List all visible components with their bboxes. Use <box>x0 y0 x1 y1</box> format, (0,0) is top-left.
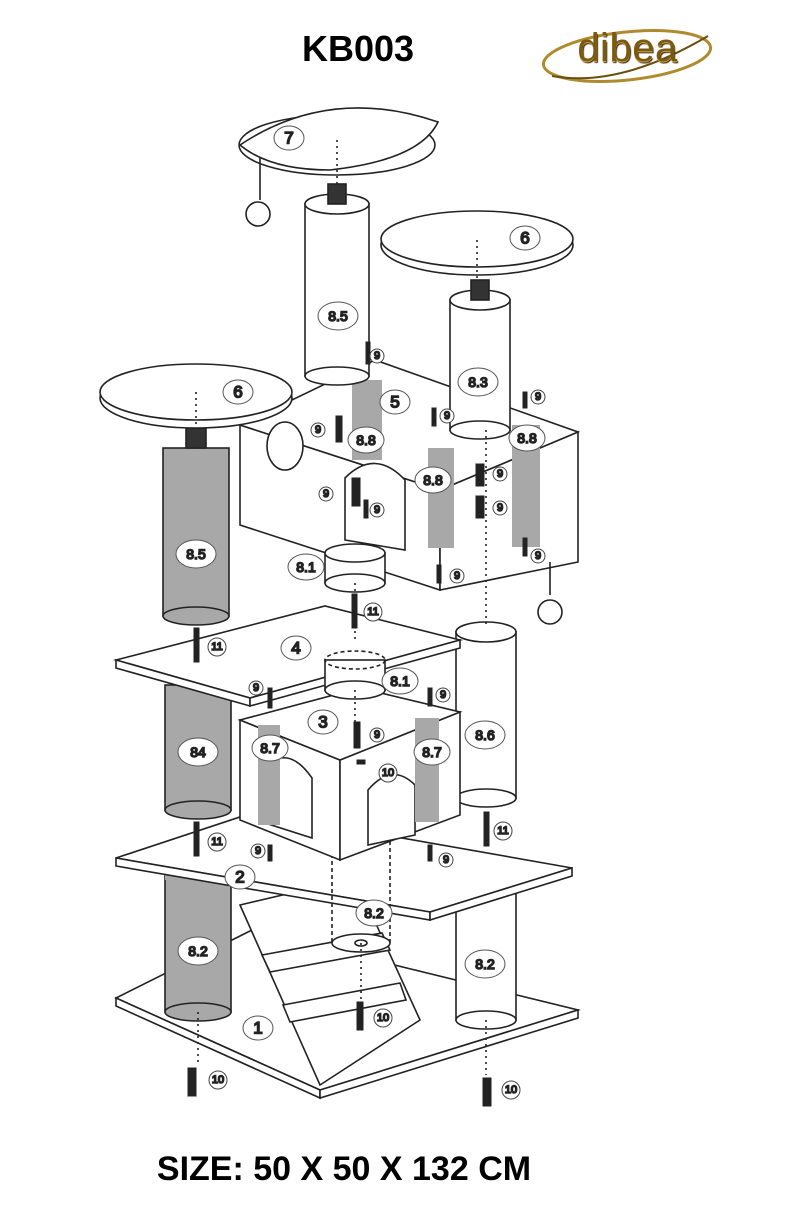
label-8-7-left: 8.7 <box>260 740 280 756</box>
post-8-3 <box>449 279 511 440</box>
logo-swoosh-icon <box>541 29 713 83</box>
label-5: 5 <box>390 393 399 412</box>
label-6-right: 6 <box>520 229 529 248</box>
brand-logo: dibea <box>540 18 715 88</box>
label-84: 84 <box>190 744 206 760</box>
label-8-1-upper: 8.1 <box>296 559 316 575</box>
label-7: 7 <box>284 129 293 148</box>
post-8-6 <box>455 621 517 808</box>
ramp <box>238 877 422 1087</box>
fastener-10-b: 10 <box>377 1012 389 1024</box>
fastener-9-n: 9 <box>255 845 261 857</box>
label-2: 2 <box>235 868 244 887</box>
logo-text: dibea <box>577 26 678 70</box>
house-3 <box>237 687 463 862</box>
fastener-9-j: 9 <box>454 570 460 582</box>
label-8-3: 8.3 <box>468 374 488 390</box>
fastener-9-c: 9 <box>323 488 329 500</box>
fastener-9-g: 9 <box>497 502 503 514</box>
fastener-10-a: 10 <box>382 767 394 779</box>
fastener-10-d: 10 <box>505 1084 517 1096</box>
label-8-2-right: 8.2 <box>475 956 495 972</box>
label-8-8-b: 8.8 <box>423 472 443 488</box>
label-8-2-center: 8.2 <box>364 905 384 921</box>
fastener-9-m: 9 <box>374 729 380 741</box>
fastener-9-h: 9 <box>535 391 541 403</box>
post-8-5-left <box>162 427 230 626</box>
label-8-5-left: 8.5 <box>186 546 206 562</box>
fastener-11-b: 11 <box>211 641 222 653</box>
label-8-8-c: 8.8 <box>517 430 537 446</box>
fastener-9-k: 9 <box>253 682 259 694</box>
label-8-7-right: 8.7 <box>422 744 442 760</box>
fasteners <box>187 341 528 1107</box>
fastener-11-a: 11 <box>367 606 378 618</box>
house-5 <box>237 359 581 625</box>
fastener-10-c: 10 <box>212 1074 224 1086</box>
fastener-9-a: 9 <box>374 350 380 362</box>
fastener-9-l: 9 <box>440 689 446 701</box>
assembly-lines <box>195 140 487 1075</box>
fastener-labels <box>207 348 546 1100</box>
platform-2 <box>115 811 573 922</box>
model-title: KB003 <box>301 28 415 69</box>
size-caption: SIZE: 50 X 50 X 132 CM <box>156 1150 532 1188</box>
post-8-5-top <box>304 183 370 386</box>
label-4: 4 <box>291 639 300 658</box>
part-labels <box>175 125 546 1041</box>
label-6-left: 6 <box>233 383 242 402</box>
label-8-6: 8.6 <box>475 727 495 743</box>
fastener-11-c: 11 <box>211 836 222 848</box>
fastener-11-d: 11 <box>497 825 508 837</box>
label-8-1-lower: 8.1 <box>390 673 410 689</box>
fastener-9-b: 9 <box>315 424 321 436</box>
fastener-9-f: 9 <box>497 468 503 480</box>
fastener-9-o: 9 <box>443 854 449 866</box>
label-8-8-a: 8.8 <box>356 432 376 448</box>
fastener-9-e: 9 <box>444 410 450 422</box>
label-3: 3 <box>318 713 327 732</box>
label-1: 1 <box>253 1019 262 1038</box>
label-8-2-left: 8.2 <box>188 943 208 959</box>
cylinder-8-1-upper <box>324 543 386 593</box>
fastener-9-i: 9 <box>535 550 541 562</box>
platform-6-left <box>99 363 293 429</box>
label-8-5-top: 8.5 <box>328 308 348 324</box>
fastener-9-d: 9 <box>374 504 380 516</box>
